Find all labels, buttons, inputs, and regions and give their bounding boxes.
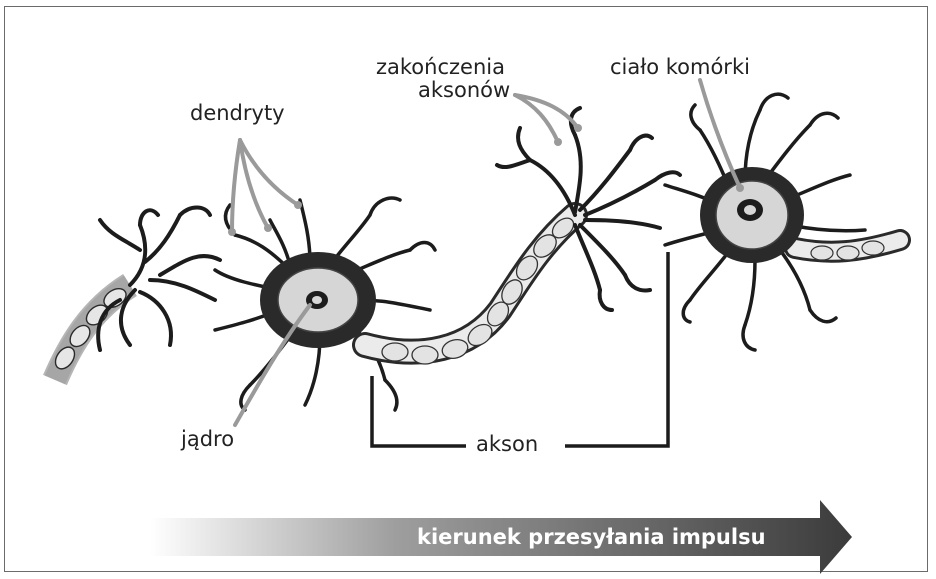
axon-label: akson — [476, 432, 538, 456]
left-cell-body — [260, 252, 376, 348]
axon-terminals-label-line1: zakończenia — [376, 55, 505, 79]
nucleus-label: jądro — [181, 427, 234, 451]
right-cell-body — [700, 167, 804, 263]
dendrites-label: dendryty — [190, 101, 285, 125]
axon-terminals-label-line2: aksonów — [418, 78, 510, 102]
arrow-label: kierunek przesyłania impulsu — [417, 524, 766, 550]
right-axon — [795, 240, 900, 260]
cell-body-label: ciało komórki — [610, 55, 750, 79]
main-axon — [365, 214, 577, 364]
